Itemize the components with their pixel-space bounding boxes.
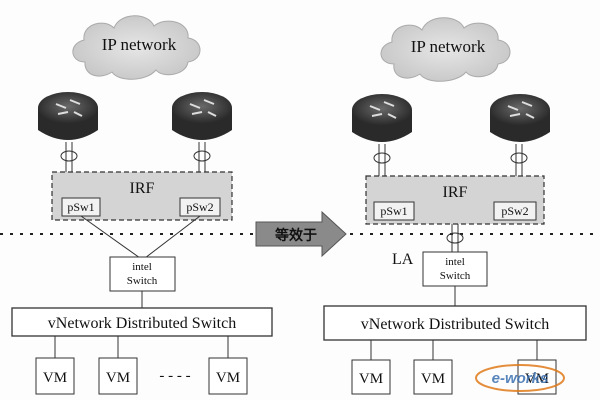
right-router-1 — [352, 94, 412, 142]
left-vm-links — [54, 336, 229, 358]
left-vm-ellipsis: - - - - — [159, 368, 190, 384]
left-vm-1-label: VM — [43, 370, 67, 386]
right-vm-1: VM — [351, 359, 391, 395]
watermark-label: e-works — [492, 370, 549, 387]
right-psw1-label: pSw1 — [380, 204, 407, 218]
right-psw2-box — [493, 201, 537, 221]
right-intel-switch: intel Switch — [422, 251, 488, 287]
equivalence-arrow-label: 等效于 — [275, 227, 317, 244]
right-link-bundles — [373, 144, 528, 176]
right-router-2 — [490, 94, 550, 142]
left-vm-2-label: VM — [106, 370, 130, 386]
right-la-label: LA — [392, 251, 414, 268]
left-psw1-label: pSw1 — [67, 200, 94, 214]
left-irf-label: IRF — [130, 180, 155, 197]
right-ip-network-cloud: IP network — [380, 17, 511, 82]
right-vm-3-label: VM — [525, 371, 549, 387]
left-switch-line1: intel — [132, 261, 152, 273]
left-switch-links — [80, 215, 201, 259]
right-irf-group: IRF pSw1 pSw2 — [365, 175, 545, 225]
right-vds-label: vNetwork Distributed Switch — [361, 316, 549, 333]
right-switch-line1: intel — [445, 256, 465, 268]
left-vm-3-label: VM — [216, 370, 240, 386]
right-cloud-label: IP network — [411, 37, 486, 56]
left-irf-group: IRF pSw1 pSw2 — [51, 171, 233, 221]
right-irf-label: IRF — [443, 184, 468, 201]
right-vm-2: VM — [413, 359, 453, 395]
left-vm-3: VM — [208, 357, 248, 395]
right-vm-1-label: VM — [359, 371, 383, 387]
left-switch-line2: Switch — [127, 275, 158, 287]
e-works-watermark: e-works — [475, 364, 565, 392]
right-vm-2-label: VM — [421, 371, 445, 387]
left-psw2-label: pSw2 — [186, 200, 213, 214]
right-topology: IP network IRF pSw1 pSw2 — [323, 17, 587, 395]
left-intel-switch: intel Switch — [109, 256, 176, 292]
right-vm-links — [370, 340, 538, 360]
left-vm-2: VM — [98, 357, 138, 395]
left-vds: vNetwork Distributed Switch — [11, 307, 273, 337]
right-psw1-box — [373, 201, 415, 221]
left-router-1 — [38, 92, 98, 140]
left-router-2 — [172, 92, 232, 140]
left-vds-label: vNetwork Distributed Switch — [48, 315, 236, 332]
right-vds: vNetwork Distributed Switch — [323, 305, 587, 341]
right-psw2-label: pSw2 — [501, 204, 528, 218]
left-vm-1: VM — [35, 357, 75, 395]
left-cloud-label: IP network — [102, 35, 177, 54]
left-topology: IP network IRF pSw1 pSw2 — [11, 15, 273, 395]
left-link-bundles — [60, 142, 211, 172]
equivalence-arrow: 等效于 — [255, 210, 347, 258]
left-ip-network-cloud: IP network — [72, 15, 201, 80]
right-aggregated-link — [446, 224, 464, 252]
right-switch-line2: Switch — [440, 270, 471, 282]
